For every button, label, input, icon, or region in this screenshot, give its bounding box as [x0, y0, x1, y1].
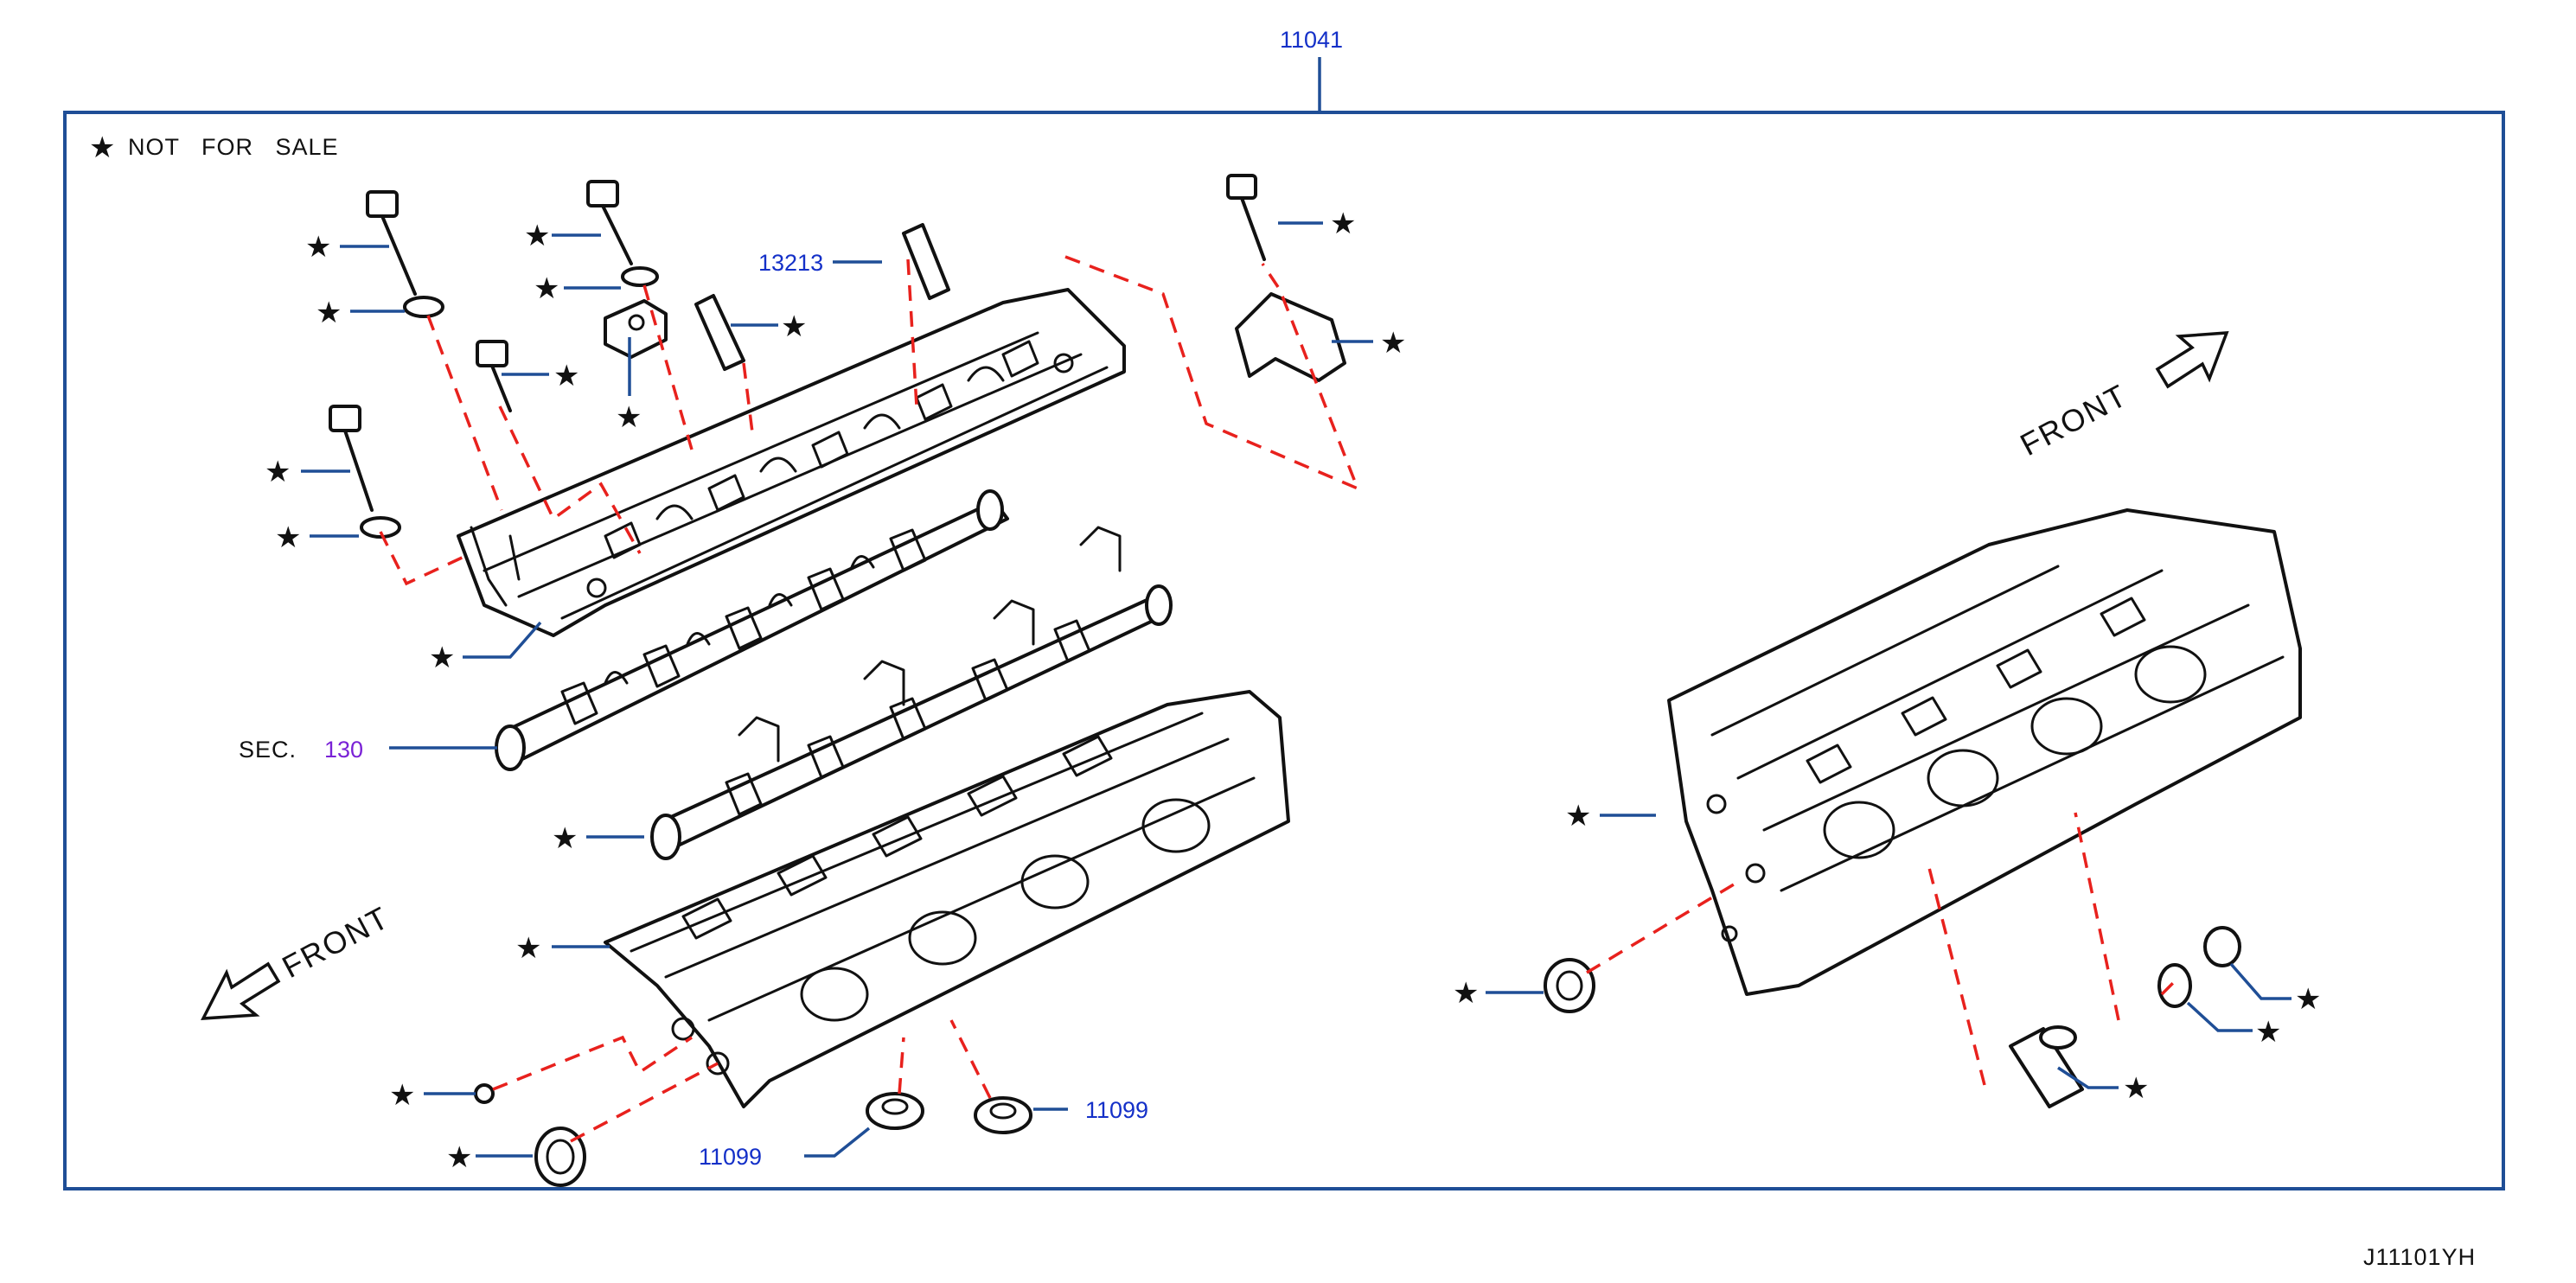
section-prefix: SEC.: [239, 737, 297, 763]
section-number-link[interactable]: 130: [324, 737, 363, 763]
front-label-right: FRONT: [2015, 377, 2134, 463]
star-icon: ★: [534, 271, 559, 306]
star-icon: ★: [316, 296, 342, 330]
part-13213-label[interactable]: 13213: [758, 250, 823, 276]
star-icon: ★: [446, 1140, 472, 1175]
star-icon: ★: [1565, 799, 1591, 833]
drawing-code: J11101YH: [2363, 1244, 2476, 1270]
star-icon: ★: [781, 310, 807, 344]
front-arrow-icon: [2155, 331, 2229, 389]
star-icon: ★: [1453, 976, 1479, 1011]
plugs-seals-drawing: [474, 1083, 1032, 1187]
bolts-washers-drawing: [329, 174, 1346, 539]
star-icon: ★: [429, 641, 455, 675]
star-icon: ★: [1380, 326, 1406, 361]
star-icon: ★: [515, 931, 541, 966]
star-icon: ★: [553, 359, 579, 393]
camshaft-bracket-drawing: [457, 288, 1126, 637]
star-icon: ★: [524, 219, 550, 253]
star-icon: ★: [2295, 982, 2321, 1017]
star-icon: ★: [2123, 1071, 2149, 1106]
dashed-assembly-lines: [379, 255, 2181, 1143]
camshaft-lower-drawing: [650, 526, 1173, 860]
right-plugs-drawing: [1544, 926, 2241, 1108]
legend-star-icon: ★: [89, 131, 115, 165]
callout-leaders: [301, 221, 2292, 1158]
star-icon: ★: [552, 821, 578, 856]
star-icon: ★: [2255, 1015, 2281, 1050]
camshaft-upper-drawing: [495, 489, 1009, 771]
star-icon: ★: [265, 455, 291, 489]
star-icon: ★: [389, 1078, 415, 1113]
star-icon: ★: [616, 400, 642, 435]
legend-text: NOT FOR SALE: [128, 134, 339, 160]
star-icon: ★: [305, 230, 331, 265]
assembly-frame: [63, 111, 2505, 1190]
star-icon: ★: [1330, 207, 1356, 241]
cylinder-head-right-drawing: [1667, 508, 2302, 996]
front-indicator-left: FRONT: [201, 899, 396, 1020]
star-icon: ★: [275, 520, 301, 555]
cylinder-head-left-drawing: [604, 690, 1290, 1108]
front-label-left: FRONT: [277, 899, 396, 985]
assembly-number[interactable]: 11041: [1280, 27, 1343, 53]
front-indicator-right: FRONT: [2015, 331, 2229, 463]
part-11099-right-label[interactable]: 11099: [1085, 1097, 1148, 1123]
front-arrow-icon: [201, 961, 281, 1020]
part-11099-left-label[interactable]: 11099: [699, 1144, 762, 1170]
